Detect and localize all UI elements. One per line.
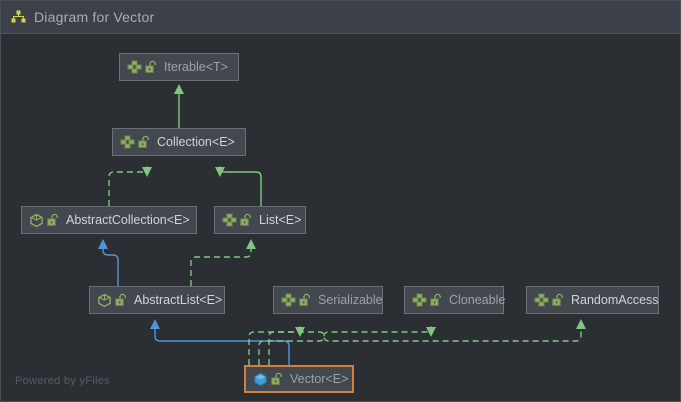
page-title: Diagram for Vector: [34, 9, 155, 25]
interface-icon: [127, 60, 142, 74]
node-icons: [412, 293, 442, 307]
node-abstract-collection[interactable]: AbstractCollection<E>: [21, 206, 197, 234]
padlock-open-icon: [552, 293, 564, 307]
node-abstract-list[interactable]: AbstractList<E>: [89, 286, 225, 314]
node-icons: [222, 213, 252, 227]
node-label: Serializable: [318, 293, 383, 307]
edge-vector-to-abstractlist: [150, 319, 290, 365]
node-label: List<E>: [259, 213, 302, 227]
node-vector[interactable]: Vector<E>: [244, 365, 354, 393]
node-icons: [127, 60, 157, 74]
node-iterable[interactable]: Iterable<T>: [119, 53, 239, 81]
padlock-open-icon: [115, 293, 127, 307]
padlock-open-icon: [47, 213, 59, 227]
padlock-open-icon: [138, 135, 150, 149]
node-list[interactable]: List<E>: [214, 206, 306, 234]
node-label: Vector<E>: [290, 372, 349, 386]
edge-list-to-collection: [215, 166, 262, 206]
node-label: RandomAccess: [571, 293, 659, 307]
node-icons: [534, 293, 564, 307]
padlock-open-icon: [145, 60, 157, 74]
edge-vector-to-cloneable: [258, 326, 436, 365]
edge-vector-to-randomaccess: [248, 319, 586, 365]
edge-abstractcollection-to-collection: [108, 166, 152, 206]
node-label: Iterable<T>: [164, 60, 228, 74]
node-cloneable[interactable]: Cloneable: [404, 286, 506, 314]
interface-icon: [534, 293, 549, 307]
padlock-open-icon: [299, 293, 311, 307]
node-serializable[interactable]: Serializable: [273, 286, 383, 314]
node-icons: [120, 135, 150, 149]
padlock-open-icon: [240, 213, 252, 227]
edge-abstractlist-to-list: [190, 239, 256, 286]
node-icons: [97, 293, 127, 308]
abstract-class-icon: [29, 213, 44, 228]
node-collection[interactable]: Collection<E>: [112, 128, 246, 156]
class-icon: [253, 372, 268, 387]
node-label: AbstractList<E>: [134, 293, 223, 307]
interface-icon: [412, 293, 427, 307]
edge-vector-to-serializable: [268, 326, 305, 365]
interface-icon: [281, 293, 296, 307]
titlebar: Diagram for Vector: [1, 1, 680, 34]
node-random-access[interactable]: RandomAccess: [526, 286, 659, 314]
abstract-class-icon: [97, 293, 112, 308]
node-label: Collection<E>: [157, 135, 235, 149]
interface-icon: [120, 135, 135, 149]
padlock-open-icon: [430, 293, 442, 307]
edge-abstractlist-to-abstractcollection: [98, 239, 119, 286]
padlock-open-icon: [271, 372, 283, 386]
node-icons: [281, 293, 311, 307]
watermark: Powered by yFiles: [15, 375, 110, 387]
diagram-canvas[interactable]: Iterable<T> Collection<E> AbstractCollecti…: [1, 34, 680, 401]
node-icons: [253, 372, 283, 387]
node-icons: [29, 213, 59, 228]
node-label: AbstractCollection<E>: [66, 213, 190, 227]
diagram-hierarchy-icon: [11, 10, 26, 24]
interface-icon: [222, 213, 237, 227]
node-label: Cloneable: [449, 293, 506, 307]
